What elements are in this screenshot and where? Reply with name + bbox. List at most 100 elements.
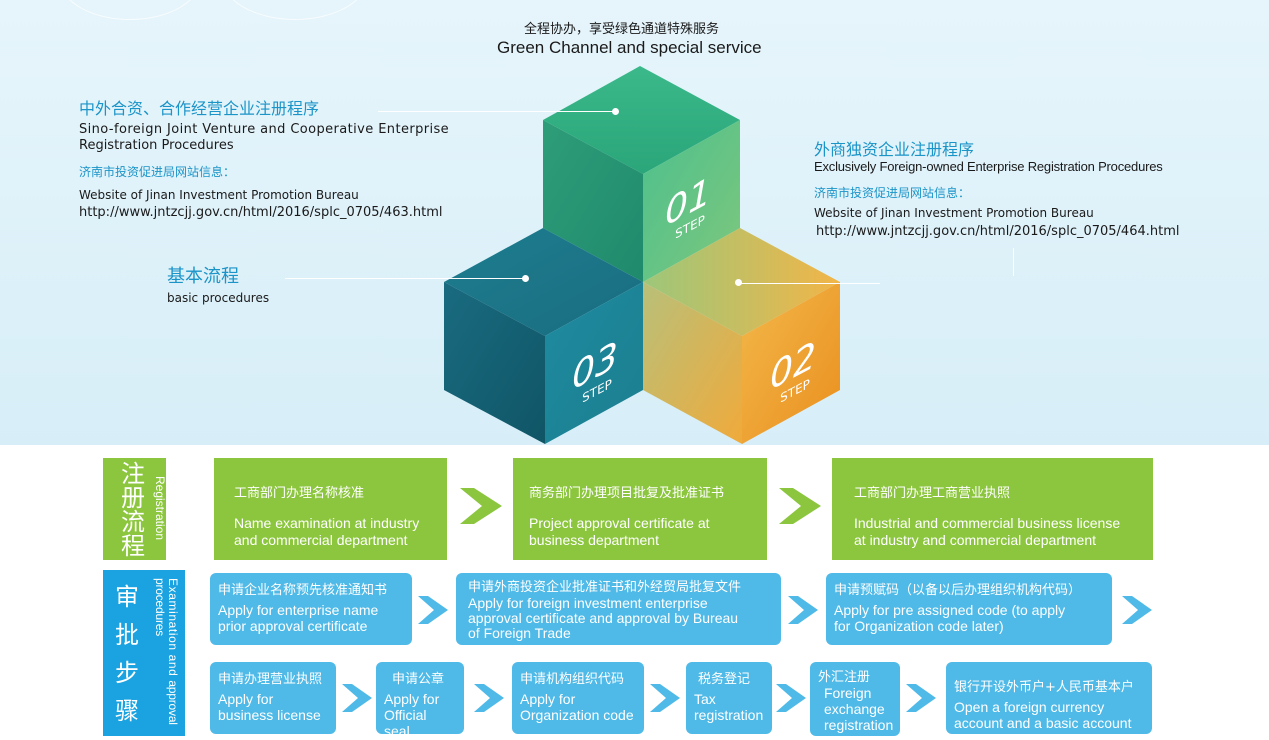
exam-step-enterprise-name-en-line2: prior approval certificate [218, 618, 368, 634]
exam-step-business-license-zh: 申请办理营业执照 [218, 672, 323, 687]
exam-step-pre-assigned-code-zh: 申请预赋码（以备以后办理组织机构代码） [834, 583, 1082, 598]
registration-step-3: 工商部门办理工商营业执照 Industrial and commercial b… [832, 458, 1153, 560]
right-site-zh: 济南市投资促进局网站信息： [814, 186, 971, 200]
exam-step-enterprise-name-zh: 申请企业名称预先核准通知书 [218, 583, 388, 598]
registration-step-2-en-line1: Project approval certificate at [529, 515, 710, 531]
registration-step-1-en-line2: and commercial department [234, 532, 408, 548]
cube-03-right [545, 282, 643, 444]
exam-step-approval-certificate-en-line1: Apply for foreign investment enterprise [468, 595, 708, 611]
registration-step-1-en-line1: Name examination at industry [234, 515, 420, 531]
exam-row2-arrow-1 [342, 684, 372, 712]
left-site-en: Website of Jinan Investment Promotion Bu… [79, 188, 359, 202]
exam-step-tax-registration-en-line2: registration [694, 707, 764, 723]
registration-step-2: 商务部门办理项目批复及批准证书 Project approval certifi… [513, 458, 767, 560]
connector-line-basic [285, 278, 525, 279]
basic-title-en: basic procedures [167, 291, 270, 305]
connector-dot-left [612, 108, 619, 115]
exam-step-foreign-exchange-zh: 外汇注册 [818, 670, 871, 685]
basic-title-zh: 基本流程 [167, 266, 239, 287]
exam-step-approval-certificate-en-line3: of Foreign Trade [468, 625, 571, 641]
exam-step-approval-certificate-en-line2: approval certificate and approval by Bur… [468, 610, 739, 626]
examination-label-en: Examination and approval procedures [153, 578, 180, 728]
exam-row1-arrow-2 [788, 596, 818, 624]
right-title-zh: 外商独资企业注册程序 [814, 140, 975, 159]
cube-02-right [742, 282, 840, 444]
exam-row2-arrow-4 [776, 684, 806, 712]
exam-step-bank-account-en-line1: Open a foreign currency [954, 699, 1105, 715]
exam-step-bank-account-en-line2: account and a basic account [954, 715, 1132, 731]
exam-step-organization-code-en-line1: Apply for [520, 691, 576, 707]
registration-step-3-zh: 工商部门办理工商营业执照 [854, 486, 1011, 501]
exam-step-enterprise-name-en-line1: Apply for enterprise name [218, 602, 379, 618]
exam-step-pre-assigned-code-en-line2: for Organization code later) [834, 618, 1004, 634]
registration-step-3-en-line2: at industry and commercial department [854, 532, 1096, 548]
connector-dot-right [735, 279, 742, 286]
exam-step-tax-registration-en-line1: Tax [694, 691, 716, 707]
left-title-en-2: Registration Procedures [79, 138, 234, 153]
right-url[interactable]: http://www.jntzcjj.gov.cn/html/2016/splc… [816, 224, 1180, 239]
examination-label-en-line2: approval procedures [153, 578, 180, 725]
left-site-zh: 济南市投资促进局网站信息： [79, 165, 236, 179]
exam-step-foreign-exchange-en-line3: registration [824, 717, 894, 733]
right-title-en: Exclusively Foreign-owned Enterprise Reg… [814, 159, 1163, 174]
left-url[interactable]: http://www.jntzcjj.gov.cn/html/2016/splc… [79, 205, 443, 220]
registration-step-2-zh: 商务部门办理项目批复及批准证书 [529, 486, 725, 501]
exam-step-approval-certificate: 申请外商投资企业批准证书和外经贸局批复文件 Apply for foreign … [456, 573, 781, 645]
registration-arrow-2 [779, 488, 821, 524]
left-title-zh: 中外合资、合作经营企业注册程序 [79, 99, 320, 118]
header-zh: 全程协办，享受绿色通道特殊服务 [524, 22, 720, 37]
exam-step-business-license-en-line2: business license [218, 707, 321, 723]
exam-step-official-seal-en-line2: Official seal [384, 707, 427, 734]
exam-step-official-seal-en-line1: Apply for [384, 691, 440, 707]
cube-03-left [444, 282, 545, 444]
header-en: Green Channel and special service [497, 38, 762, 57]
exam-row1-arrow-3 [1122, 596, 1152, 624]
registration-label-zh: 注册流程 [121, 460, 145, 560]
exam-step-foreign-exchange-en-line1: Foreign [824, 685, 872, 701]
registration-step-3-en: Industrial and commercial business licen… [854, 515, 1145, 549]
cube-02-left [643, 282, 742, 444]
connector-line-left [378, 111, 616, 112]
exam-step-foreign-exchange-en-line2: exchange [824, 701, 885, 717]
registration-step-1-zh: 工商部门办理名称核准 [234, 486, 365, 501]
registration-arrow-1 [460, 488, 502, 524]
exam-step-organization-code-zh: 申请机构组织代码 [520, 672, 625, 687]
exam-row2-arrow-3 [650, 684, 680, 712]
exam-row2-arrow-5 [906, 684, 936, 712]
exam-step-organization-code-en-line2: Organization code [520, 707, 634, 723]
connector-dot-basic [522, 275, 529, 282]
hero-infographic: 01 STEP 02 STEP 03 STEP 全程协办，享受绿色通道特殊服务 … [0, 0, 1269, 445]
exam-step-pre-assigned-code-en-line1: Apply for pre assigned code (to apply [834, 602, 1066, 618]
exam-step-approval-certificate-zh: 申请外商投资企业批准证书和外经贸局批复文件 [468, 580, 742, 595]
exam-step-bank-account-zh: 银行开设外币户+人民币基本户 [954, 680, 1134, 695]
cube-03-top [444, 228, 643, 336]
exam-row1-arrow-1 [418, 596, 448, 624]
exam-step-business-license-en-line1: Apply for [218, 691, 274, 707]
registration-label-en: Registration [153, 475, 167, 541]
registration-label: 注册流程 Registration [103, 458, 167, 560]
registration-step-3-en-line1: Industrial and commercial business licen… [854, 515, 1121, 531]
exam-step-pre-assigned-code: 申请预赋码（以备以后办理组织机构代码） Apply for pre assign… [826, 573, 1112, 645]
examination-label-zh: 审批步骤 [115, 583, 139, 725]
right-site-en: Website of Jinan Investment Promotion Bu… [814, 206, 1094, 220]
exam-row2-arrow-2 [474, 684, 504, 712]
left-title-en-1: Sino-foreign Joint Venture and Cooperati… [79, 122, 450, 137]
exam-step-tax-registration-zh: 税务登记 [698, 672, 751, 687]
